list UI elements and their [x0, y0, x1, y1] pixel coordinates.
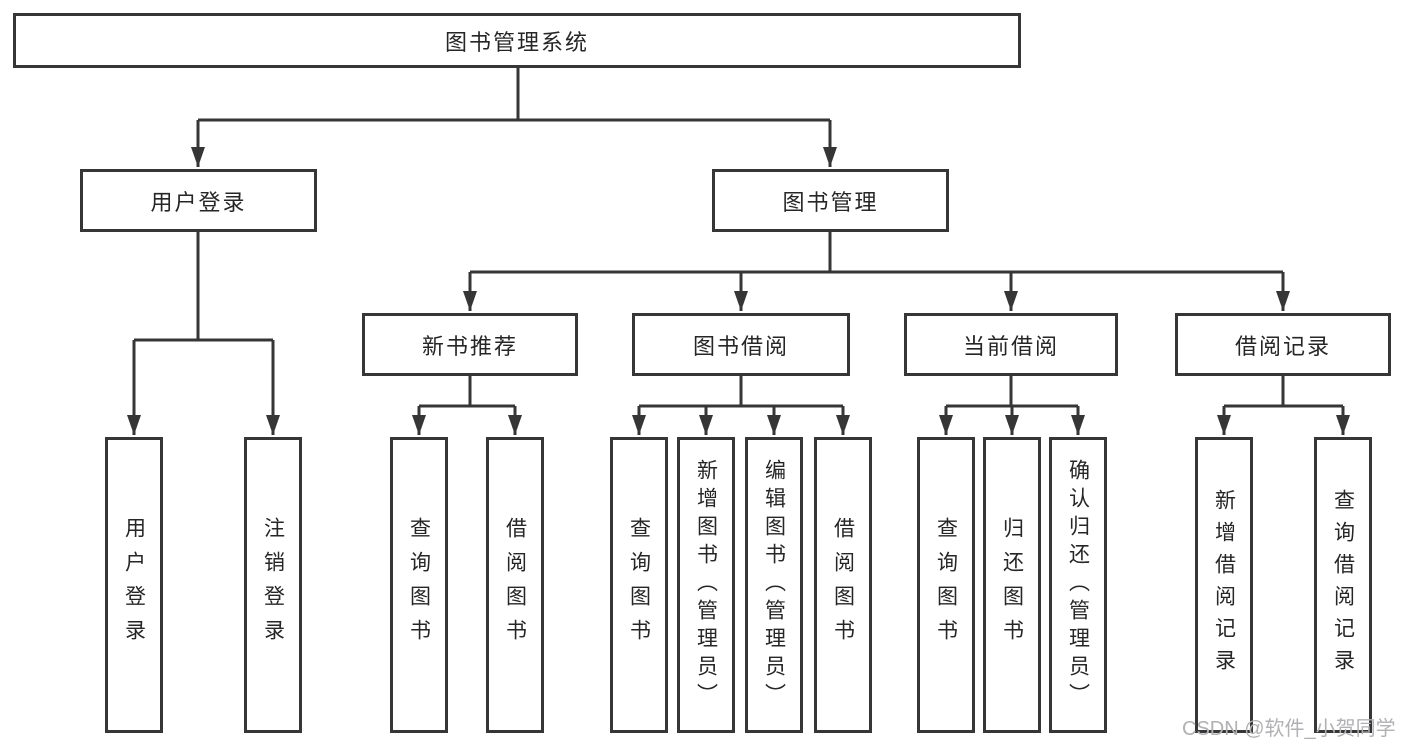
node-user-login-module: 用户登录: [80, 169, 317, 232]
node-borrow-records: 借阅记录: [1175, 313, 1391, 376]
leaf-recommend-borrow-book: 借阅图书: [486, 437, 544, 733]
leaf-edit-book-admin: 编辑图书（管理员）: [745, 437, 803, 733]
leaf-add-book-admin: 新增图书（管理员）: [677, 437, 735, 733]
node-new-book-recommend: 新书推荐: [362, 313, 578, 376]
leaf-add-borrow-record: 新增借阅记录: [1195, 437, 1253, 733]
leaf-user-login: 用户登录: [105, 437, 163, 733]
leaf-current-query-book: 查询图书: [917, 437, 975, 733]
leaf-borrow-book: 借阅图书: [814, 437, 872, 733]
leaf-query-borrow-record: 查询借阅记录: [1314, 437, 1372, 733]
leaf-confirm-return-admin: 确认归还（管理员）: [1049, 437, 1107, 733]
leaf-borrow-query-book: 查询图书: [610, 437, 668, 733]
csdn-watermark: CSDN @软件_小贺同学: [1182, 718, 1396, 740]
node-system-root: 图书管理系统: [13, 13, 1021, 68]
node-current-borrow: 当前借阅: [904, 313, 1118, 376]
leaf-return-book: 归还图书: [983, 437, 1041, 733]
leaf-recommend-query-book: 查询图书: [390, 437, 448, 733]
leaf-logout: 注销登录: [244, 437, 302, 733]
node-book-management-module: 图书管理: [712, 169, 949, 232]
node-book-borrow: 图书借阅: [632, 313, 850, 376]
